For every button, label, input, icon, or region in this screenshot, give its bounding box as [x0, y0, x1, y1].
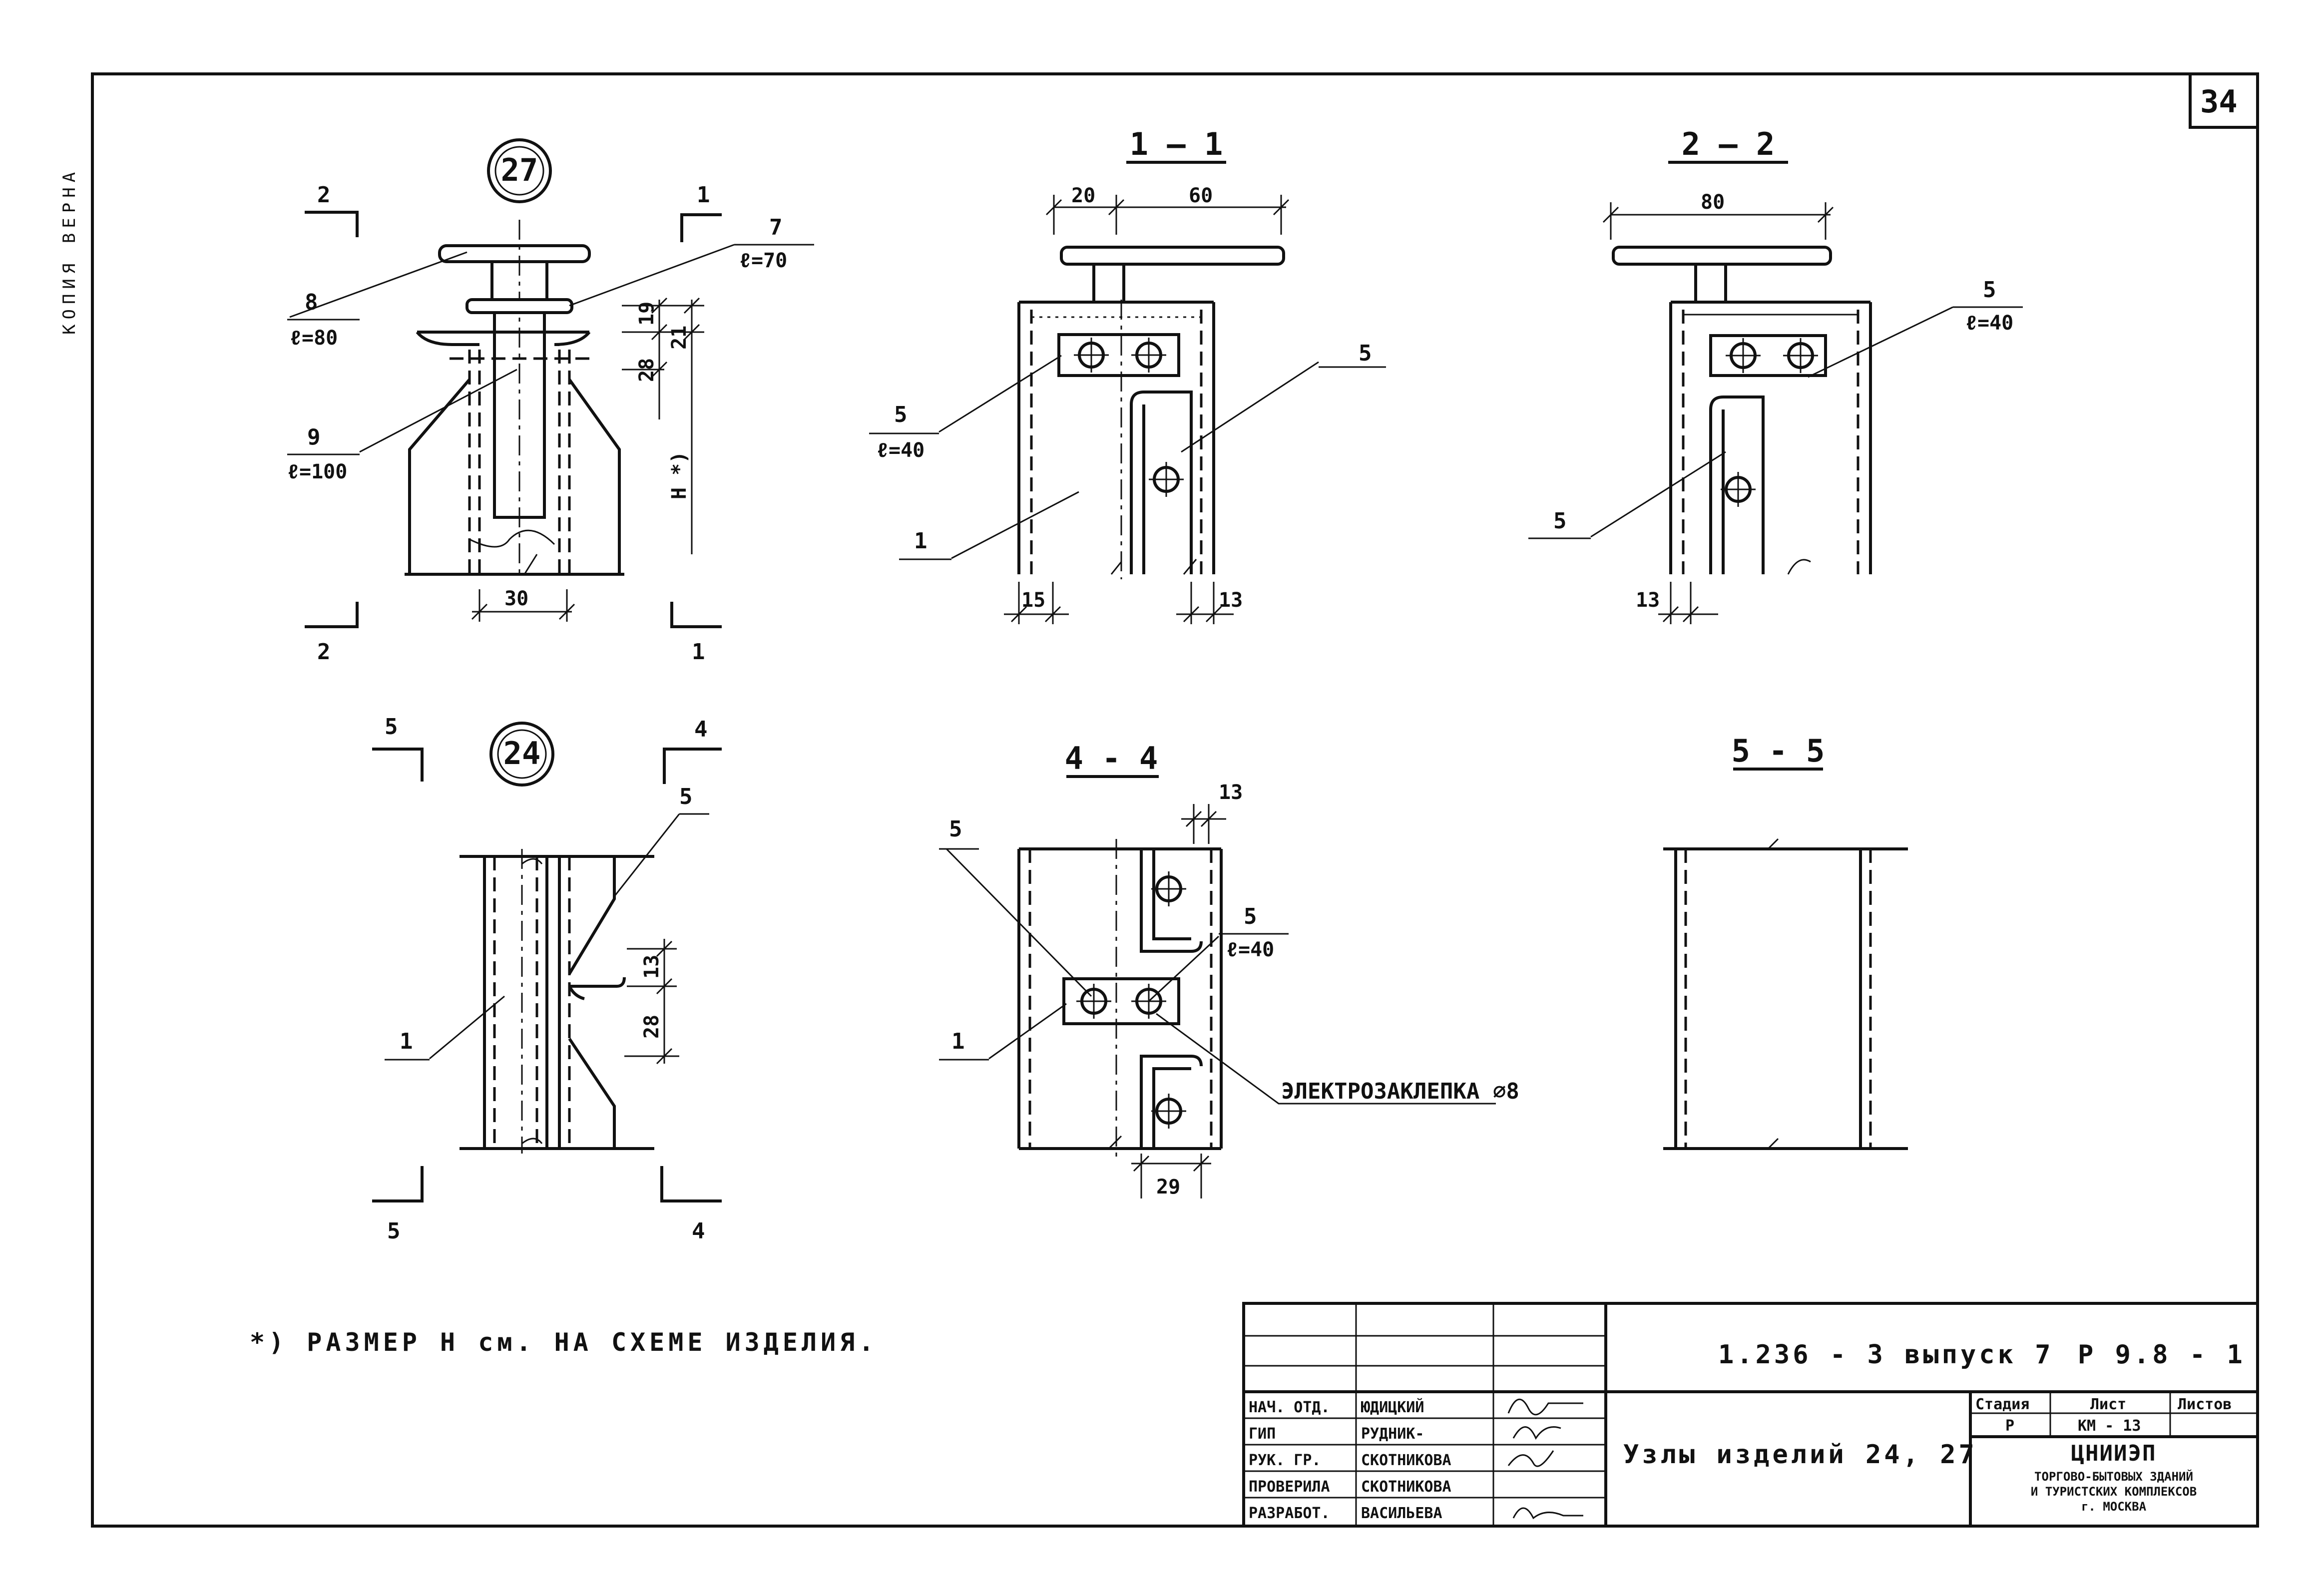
tb-stage-value: Р: [2005, 1417, 2014, 1435]
cut-2-bottom: [305, 602, 359, 628]
drawing-frame: [91, 72, 2259, 1528]
section-2-2-title: 2 — 2: [1682, 126, 1775, 162]
node-24-view: 24 5 5 4 4 5 1 13 28: [372, 714, 722, 1244]
n24-pos-5: 5: [679, 784, 693, 809]
s11-pos-5: 5: [894, 402, 908, 427]
s44-dim-13: 13: [1219, 781, 1243, 804]
tb-role: НАЧ. ОТД.: [1249, 1399, 1330, 1416]
side-stamp: КОПИЯ ВЕРНА: [59, 167, 79, 335]
tb-org-line1: ТОРГОВО-БЫТОВЫХ ЗДАНИЙ: [2034, 1469, 2193, 1484]
s22-pos-5: 5: [1983, 277, 1996, 303]
section-1-1: 1 — 1 20 60 5 ℓ=40 5 1 15: [869, 126, 1386, 624]
pos-7: 7: [769, 215, 783, 240]
node-27-badge: [487, 138, 552, 203]
dim-28: 28: [635, 358, 658, 382]
cut-4-bottom: [660, 1166, 722, 1202]
section-2-2: 2 — 2 80 5 ℓ=40 5 13: [1528, 126, 2023, 624]
tb-org-name: ЦНИИЭП: [2071, 1441, 2157, 1466]
dim-20: 20: [1071, 184, 1095, 207]
node-27-vertical-dims: 19 28 21 Н *): [622, 297, 704, 554]
len-9: ℓ=100: [287, 460, 347, 483]
s44-pos-5b: 5: [1244, 904, 1257, 929]
sheet-number-box: 34: [2189, 74, 2258, 129]
section-5-5-title: 5 - 5: [1732, 733, 1825, 769]
tb-name: ЮДИЦКИЙ: [1361, 1398, 1424, 1416]
dim-80: 80: [1701, 191, 1725, 214]
pos-8: 8: [305, 290, 318, 315]
dim-21: 21: [668, 326, 691, 350]
tb-doc-code: 1.236 - 3 выпуск 7: [1718, 1340, 2054, 1370]
title-block: 1.236 - 3 выпуск 7 Р 9.8 - 1 Узлы издели…: [1242, 1302, 2259, 1528]
cut-2-bottom-label: 2: [317, 639, 331, 665]
dim-60: 60: [1189, 184, 1213, 207]
n24-dim-28: 28: [640, 1015, 663, 1039]
tb-sheet-code: Р 9.8 - 1: [2078, 1340, 2246, 1370]
cut-5-bottom: [372, 1166, 424, 1202]
tb-name: РУДНИК-: [1361, 1425, 1424, 1443]
pos-9: 9: [307, 424, 321, 450]
dim-30: 30: [504, 587, 528, 610]
tb-title: Узлы изделий 24, 27: [1623, 1440, 1977, 1470]
signatures: [1507, 1398, 1583, 1520]
s11-dim-15: 15: [1021, 589, 1045, 612]
s11-dim-13: 13: [1219, 589, 1243, 612]
cut-1-bottom: [670, 602, 722, 628]
s44-dim-29: 29: [1156, 1176, 1180, 1198]
tb-sheets-header: Листов: [2178, 1396, 2232, 1413]
cut-1-bottom-label: 1: [692, 639, 705, 665]
cut-4-top: [663, 748, 722, 784]
section-4-4-title: 4 - 4: [1065, 740, 1158, 777]
sheet-number: 34: [2200, 83, 2238, 120]
len-8: ℓ=80: [290, 327, 338, 350]
tb-stage-header: Стадия: [1975, 1396, 2029, 1413]
cut-2-top-label: 2: [317, 182, 331, 208]
s22-dim-13: 13: [1636, 589, 1660, 612]
footnote: *) РАЗМЕР Н см. НА СХЕМЕ ИЗДЕЛИЯ.: [250, 1328, 878, 1357]
s11-len-5: ℓ=40: [877, 439, 925, 462]
tb-org-line2: И ТУРИСТСКИХ КОМПЛЕКСОВ: [2031, 1485, 2197, 1499]
section-1-1-title: 1 — 1: [1130, 126, 1223, 162]
cut-4-bottom-label: 4: [692, 1218, 705, 1244]
len-7: ℓ=70: [739, 249, 787, 272]
cut-1-top-label: 1: [697, 182, 710, 208]
s11-pos-1: 1: [914, 528, 928, 554]
dim-19: 19: [635, 302, 658, 326]
tb-name: СКОТНИКОВА: [1361, 1452, 1451, 1469]
n24-pos-1: 1: [400, 1029, 413, 1054]
cut-4-top-label: 4: [694, 717, 708, 742]
cut-5-top: [372, 748, 424, 782]
node-24-badge-label: 24: [503, 735, 541, 772]
rivet-label: ЭЛЕКТРОЗАКЛЕПКА ∅8: [1281, 1079, 1519, 1104]
tb-name: ВАСИЛЬЕВА: [1361, 1505, 1442, 1522]
tb-role: ПРОВЕРИЛА: [1249, 1478, 1330, 1496]
section-5-5: 5 - 5: [1663, 733, 1908, 1150]
n24-dim-13: 13: [640, 955, 663, 979]
tb-role: ГИП: [1249, 1425, 1276, 1443]
cut-5-top-label: 5: [385, 714, 398, 740]
node-24-badge: [489, 722, 554, 787]
dim-H: Н *): [668, 451, 691, 499]
s22-len-5: ℓ=40: [1965, 312, 2013, 335]
tb-org-city: г. МОСКВА: [2081, 1500, 2147, 1514]
s11-pos-5b: 5: [1359, 341, 1372, 366]
s44-len-5: ℓ=40: [1226, 938, 1274, 961]
node-27-badge-label: 27: [501, 152, 538, 188]
node-27-dim-30: 30: [471, 587, 575, 622]
s44-pos-5: 5: [949, 816, 962, 842]
s22-pos-5b: 5: [1553, 508, 1567, 534]
node-27-view: 27 2 2 1 1 8 ℓ=80 7: [287, 138, 814, 665]
tb-role: РУК. ГР.: [1249, 1452, 1321, 1469]
cut-1-top: [680, 213, 722, 242]
s44-pos-1: 1: [951, 1029, 965, 1054]
tb-signature-rows: НАЧ. ОТД. ЮДИЦКИЙ ГИП РУДНИК- РУК. ГР. С…: [1249, 1398, 1451, 1522]
tb-sheet-header: Лист: [2090, 1396, 2126, 1413]
tb-name: СКОТНИКОВА: [1361, 1478, 1451, 1496]
tb-role: РАЗРАБОТ.: [1249, 1505, 1330, 1522]
section-4-4: 4 - 4 13 5 5 ℓ=40 1 ЭЛЕКТРОЗАКЛЕПКА: [939, 740, 1519, 1198]
cut-5-bottom-label: 5: [387, 1218, 401, 1244]
cut-2-top: [305, 211, 359, 237]
tb-sheet-value: КМ - 13: [2078, 1417, 2141, 1435]
